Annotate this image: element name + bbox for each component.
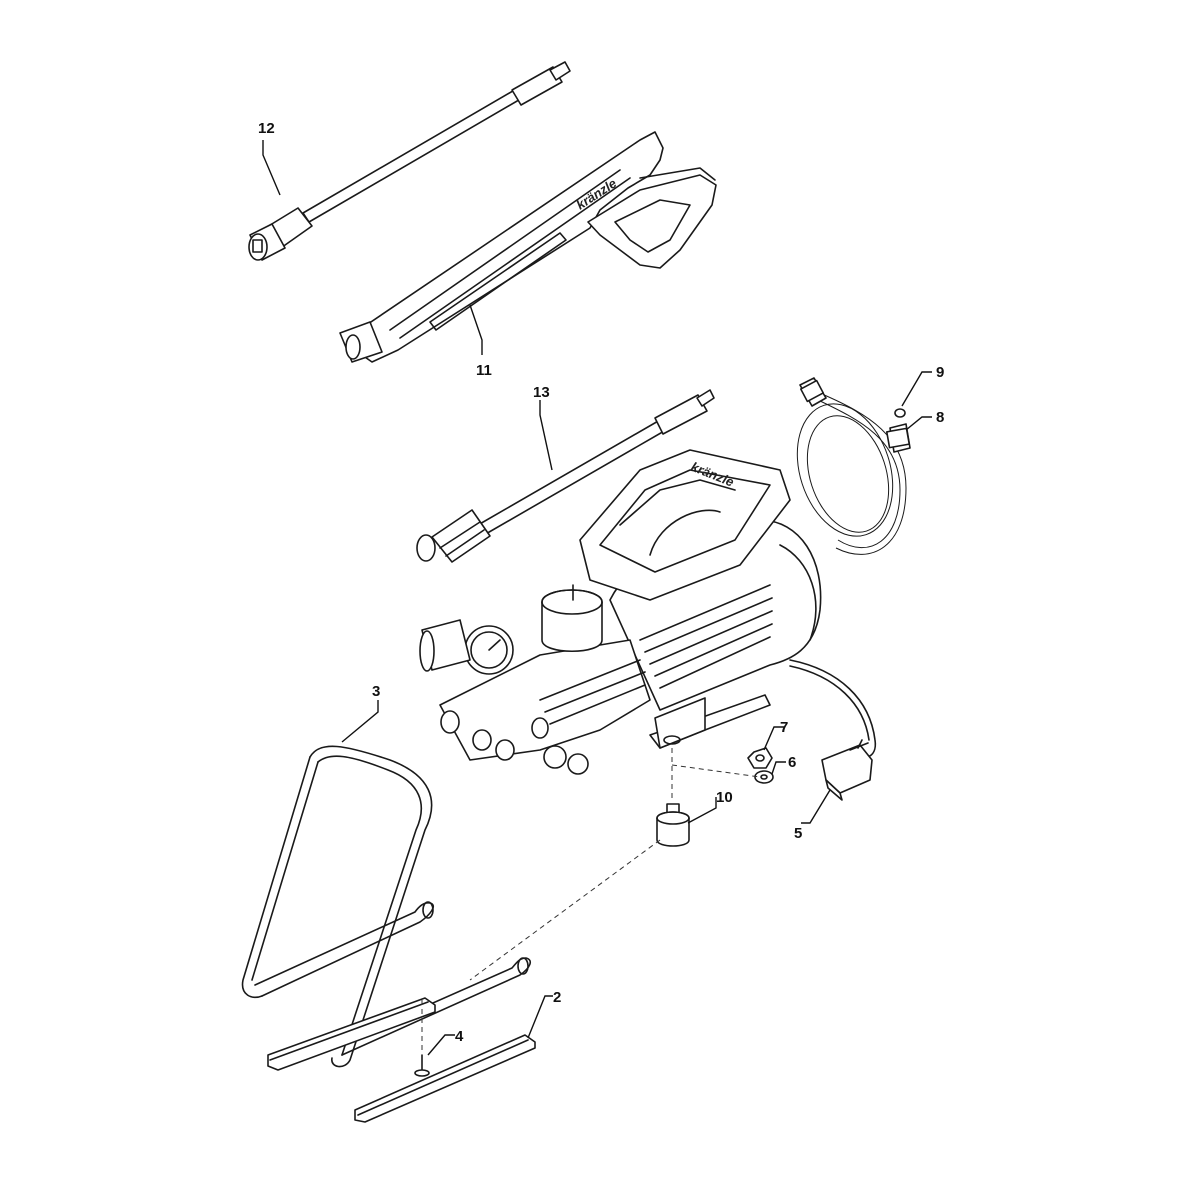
callout-7: 7 [780,719,788,736]
nut-7 [747,747,773,769]
power-plug-5 [821,739,873,801]
lance-12 [248,61,571,261]
assembly-lines [421,748,761,1050]
callout-11: 11 [476,362,492,379]
callout-2: 2 [553,989,561,1006]
callout-6: 6 [788,754,796,771]
callout-13: 13 [533,384,550,401]
callout-5: 5 [794,825,802,842]
o-ring-9 [894,408,906,418]
leader-lines [262,140,932,1056]
callout-4: 4 [455,1028,464,1045]
washer-6 [754,770,774,784]
rubber-foot-10 [656,803,690,847]
callout-9: 9 [936,364,944,381]
callout-3: 3 [372,683,380,700]
pressure-washer-unit: kränzle [419,449,877,775]
turbo-lance-13 [416,389,715,563]
trigger-gun-11: kränzle [339,131,717,363]
callout-numbers: 12 11 13 9 8 3 7 6 10 5 2 4 [258,120,944,1045]
screw-4 [414,1054,430,1077]
frame-3 [241,745,532,1068]
callout-8: 8 [936,409,944,426]
hose-8 [796,377,911,555]
callout-10: 10 [716,789,733,806]
callout-12: 12 [258,120,275,137]
skid-rail-2 [267,997,536,1123]
